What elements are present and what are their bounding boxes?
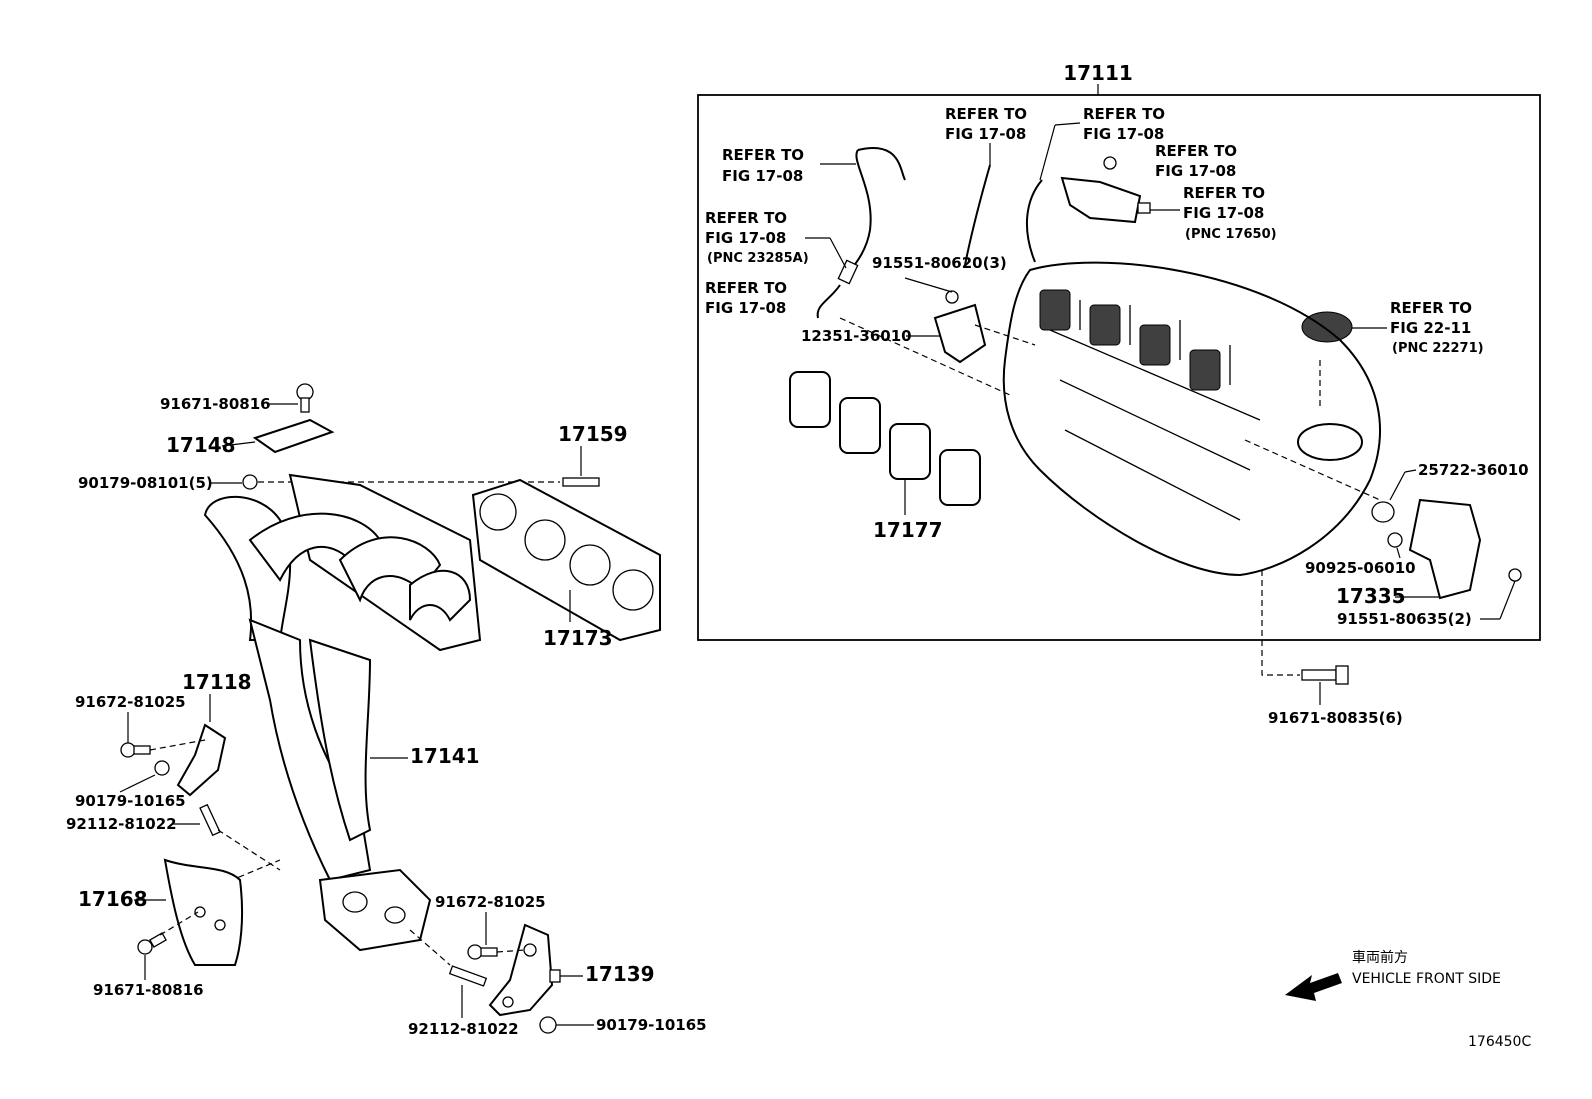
- vent-hose-3: [1025, 179, 1043, 263]
- label-92112-81022-bottom: 92112-81022: [408, 1020, 519, 1038]
- vent-hose-2: [964, 164, 991, 266]
- label-91671-80816-top: 91671-80816: [160, 395, 271, 413]
- svg-text:FIG 17-08: FIG 17-08: [705, 299, 786, 317]
- label-17139: 17139: [585, 962, 655, 986]
- label-17159: 17159: [558, 422, 628, 446]
- nut-90179-08101: [242, 474, 258, 490]
- refer-label-5: REFER TO FIG 17-08: [1039, 105, 1165, 181]
- svg-text:REFER TO: REFER TO: [945, 105, 1027, 123]
- front-label-en: VEHICLE FRONT SIDE: [1352, 971, 1501, 987]
- bolt-91551-80620: [945, 290, 959, 304]
- arrow-left-down-icon: [1285, 973, 1342, 1001]
- plate-17148: [252, 418, 335, 454]
- bolt-91672-81025-right: [467, 944, 498, 960]
- sensor-17335: [1371, 498, 1522, 600]
- label-90179-10165-left: 90179-10165: [75, 792, 186, 810]
- svg-text:FIG 17-08: FIG 17-08: [945, 125, 1026, 143]
- refer-label-3: REFER TO FIG 17-08: [705, 279, 787, 317]
- engine-hanger: [933, 303, 987, 364]
- bolt-91671-80816-top: [296, 383, 314, 413]
- stud-17159: [562, 477, 600, 487]
- svg-text:(PNC 17650): (PNC 17650): [1185, 227, 1277, 242]
- label-17177: 17177: [873, 518, 943, 542]
- label-17118: 17118: [182, 670, 252, 694]
- label-92112-81022-left: 92112-81022: [66, 815, 177, 833]
- bracket-17139: [488, 923, 561, 1017]
- bolt-91672-81025-left: [120, 742, 151, 758]
- label-90925-06010: 90925-06010: [1305, 559, 1416, 577]
- svg-text:REFER TO: REFER TO: [705, 209, 787, 227]
- svg-text:FIG 17-08: FIG 17-08: [1183, 204, 1264, 222]
- check-valve: [837, 259, 859, 285]
- svg-text:REFER TO: REFER TO: [705, 279, 787, 297]
- svg-text:FIG 17-08: FIG 17-08: [722, 167, 803, 185]
- refer-label-2: REFER TO FIG 17-08 (PNC 23285A): [705, 209, 847, 269]
- svg-text:REFER TO: REFER TO: [1390, 299, 1472, 317]
- refer-label-1: REFER TO FIG 17-08: [722, 146, 856, 185]
- svg-text:REFER TO: REFER TO: [722, 146, 804, 164]
- label-17168: 17168: [78, 887, 148, 911]
- svg-text:REFER TO: REFER TO: [1083, 105, 1165, 123]
- nut-90179-10165-left: [154, 760, 170, 776]
- label-17148: 17148: [166, 433, 236, 457]
- refer-label-7: REFER TO FIG 17-08 (PNC 17650): [1150, 184, 1277, 242]
- assembly-box: [697, 94, 1541, 641]
- svg-text:(PNC 23285A): (PNC 23285A): [707, 251, 809, 266]
- svg-text:FIG 22-11: FIG 22-11: [1390, 319, 1471, 337]
- label-91672-81025-left: 91672-81025: [75, 693, 186, 711]
- refer-label-6: REFER TO FIG 17-08: [1155, 142, 1237, 180]
- label-90179-08101: 90179-08101(5): [78, 474, 213, 492]
- svg-text:REFER TO: REFER TO: [1183, 184, 1265, 202]
- refer-label-8: REFER TO FIG 22-11 (PNC 22271): [1352, 299, 1484, 356]
- refer-label-4: REFER TO FIG 17-08: [945, 105, 1027, 165]
- nut-90179-10165-bottom: [539, 1016, 557, 1034]
- label-12351-36010: 12351-36010: [801, 327, 912, 345]
- label-91671-80816-bottom: 91671-80816: [93, 981, 204, 999]
- bolt-91671-80816-bottom: [137, 932, 167, 955]
- label-17141: 17141: [410, 744, 480, 768]
- exhaust-manifold-17141: [203, 473, 482, 952]
- front-label-jp: 車両前方: [1352, 949, 1408, 966]
- exhaust-gasket-17173: [471, 478, 661, 642]
- vehicle-front-indicator: 車両前方 VEHICLE FRONT SIDE: [1285, 949, 1501, 1001]
- stud-92112-81022-bottom: [448, 965, 488, 987]
- label-91551-80635: 91551-80635(2): [1337, 610, 1472, 628]
- label-91551-80620: 91551-80620(3): [872, 254, 1007, 272]
- svg-text:(PNC 22271): (PNC 22271): [1392, 341, 1484, 356]
- intake-manifold-body: [1002, 261, 1381, 577]
- stud-92112-81022-left: [199, 803, 221, 837]
- bolt-91671-80835: [1301, 665, 1349, 685]
- label-90179-10165-bottom: 90179-10165: [596, 1016, 707, 1034]
- intake-manifold-assembly: 17111: [697, 61, 1541, 641]
- label-91671-80835: 91671-80835(6): [1268, 709, 1403, 727]
- svg-text:FIG 17-08: FIG 17-08: [1083, 125, 1164, 143]
- label-25722-36010: 25722-36010: [1418, 461, 1529, 479]
- label-91672-81025-right: 91672-81025: [435, 893, 546, 911]
- svg-text:FIG 17-08: FIG 17-08: [1155, 162, 1236, 180]
- label-17335: 17335: [1336, 584, 1406, 608]
- intake-gaskets-17177: [789, 371, 981, 506]
- svg-text:FIG 17-08: FIG 17-08: [705, 229, 786, 247]
- label-17173: 17173: [543, 626, 613, 650]
- assembly-number-17111: 17111: [1063, 61, 1133, 85]
- bracket-17118: [176, 723, 227, 797]
- diagram-code: 176450C: [1468, 1034, 1531, 1050]
- svg-text:REFER TO: REFER TO: [1155, 142, 1237, 160]
- hose-elbow: [816, 284, 841, 319]
- vsv-bracket: [1060, 156, 1151, 224]
- heat-insulator-17168: [163, 858, 244, 966]
